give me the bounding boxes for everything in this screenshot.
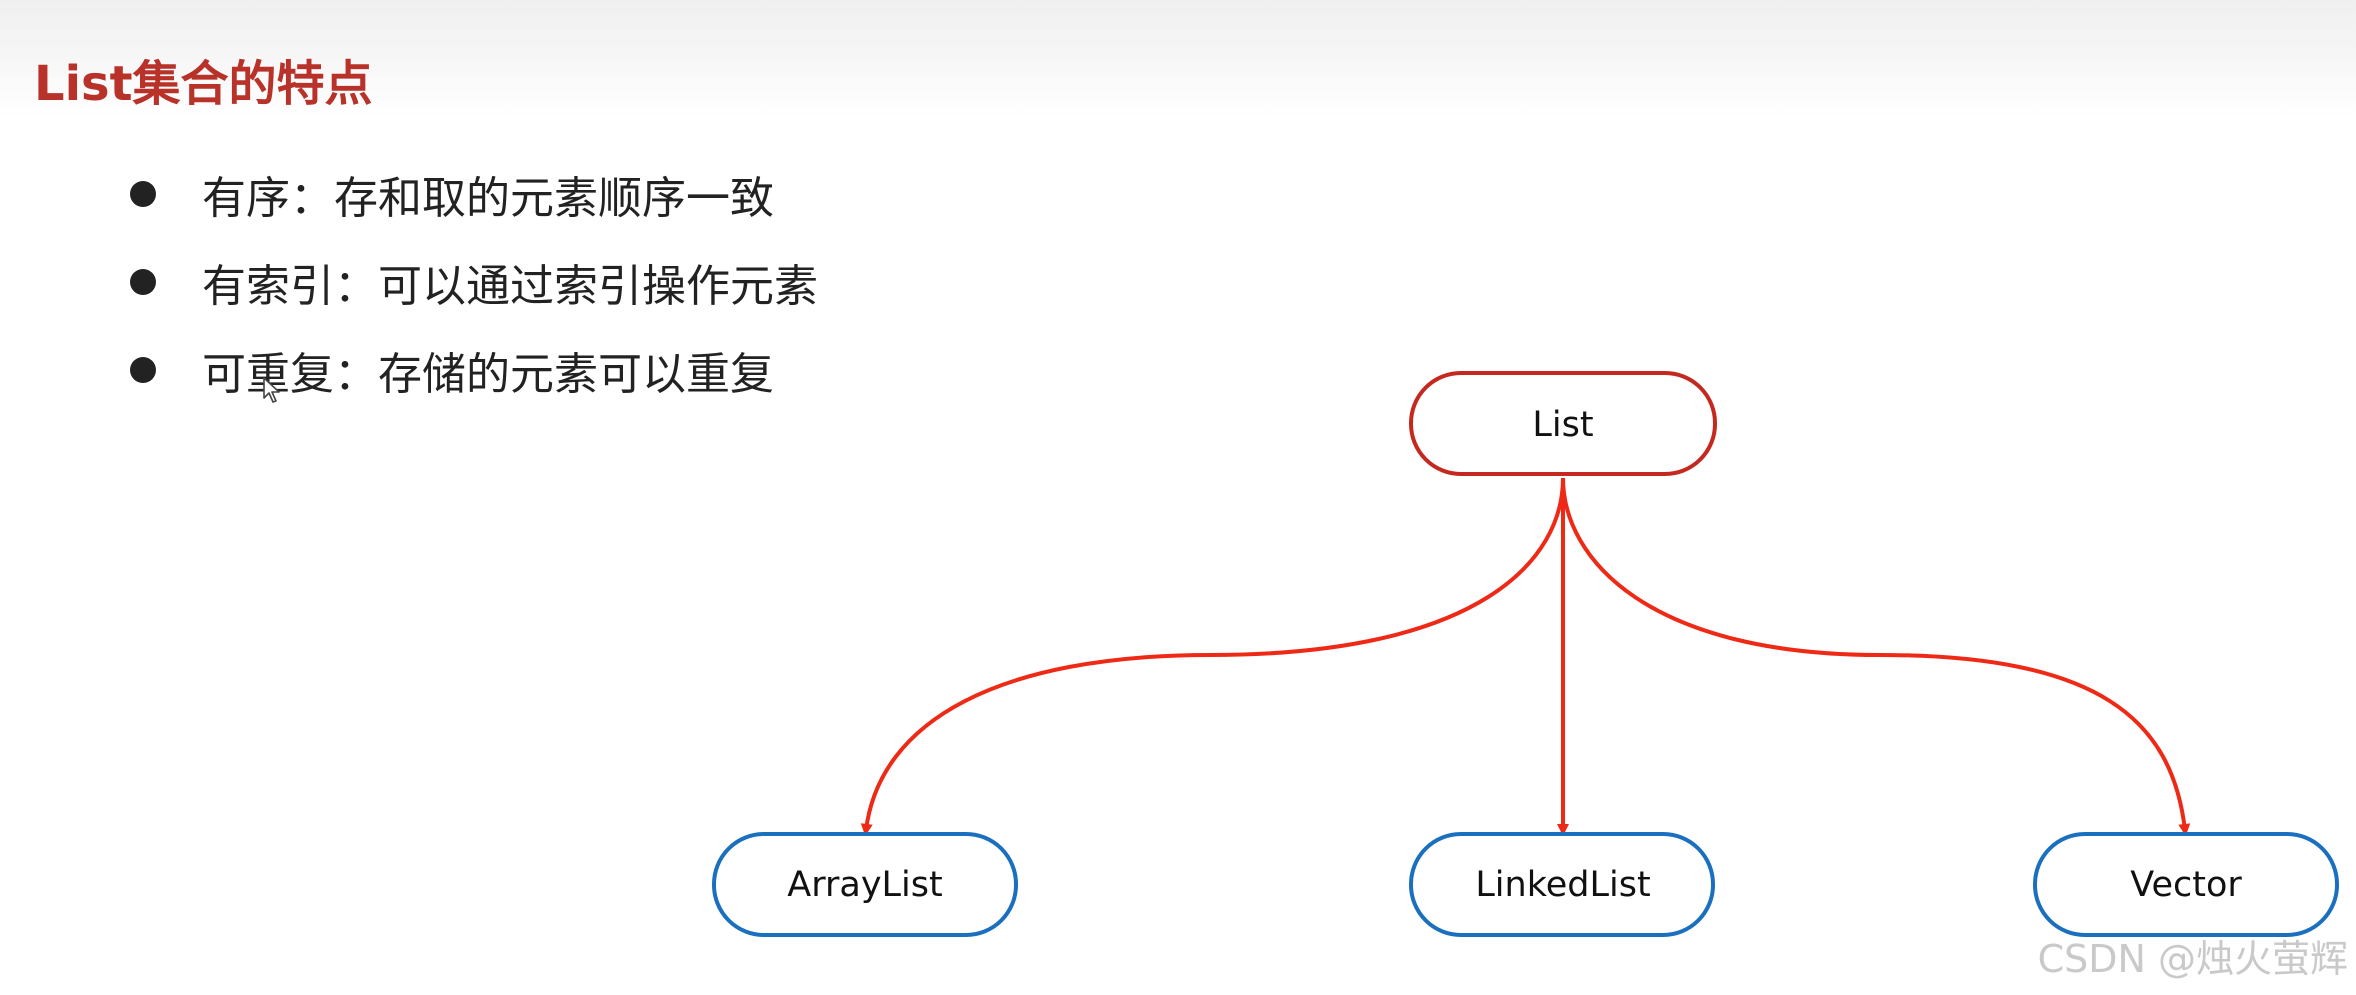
node-arraylist: ArrayList: [712, 832, 1018, 937]
node-list: List: [1409, 371, 1717, 476]
node-arraylist-label: ArrayList: [787, 865, 942, 905]
bullet-text-ordered: 有序：存和取的元素顺序一致: [202, 173, 774, 224]
node-linkedlist-label: LinkedList: [1475, 865, 1650, 905]
list-item: 有序：存和取的元素顺序一致: [130, 150, 818, 238]
node-list-label: List: [1532, 405, 1593, 445]
list-item: 有索引：可以通过索引操作元素: [130, 238, 818, 326]
bullet-text-repeatable: 可重复：存储的元素可以重复: [202, 349, 774, 400]
list-item: 可重复：存储的元素可以重复: [130, 326, 818, 414]
node-linkedlist: LinkedList: [1409, 832, 1715, 937]
mouse-pointer-icon: [263, 377, 280, 403]
title-band: [0, 0, 2356, 118]
edge-list-arraylist: [860, 477, 1565, 836]
node-vector: Vector: [2033, 832, 2339, 937]
edge-list-vector: [1561, 477, 2191, 836]
page-title: List集合的特点: [34, 56, 373, 112]
feature-list: 有序：存和取的元素顺序一致 有索引：可以通过索引操作元素 可重复：存储的元素可以…: [130, 150, 818, 414]
bullet-text-indexed: 有索引：可以通过索引操作元素: [202, 261, 818, 312]
node-vector-label: Vector: [2130, 865, 2242, 905]
bullet-icon: [130, 181, 156, 207]
bullet-icon: [130, 357, 156, 383]
watermark: CSDN @烛火萤辉: [2037, 937, 2348, 981]
bullet-icon: [130, 269, 156, 295]
